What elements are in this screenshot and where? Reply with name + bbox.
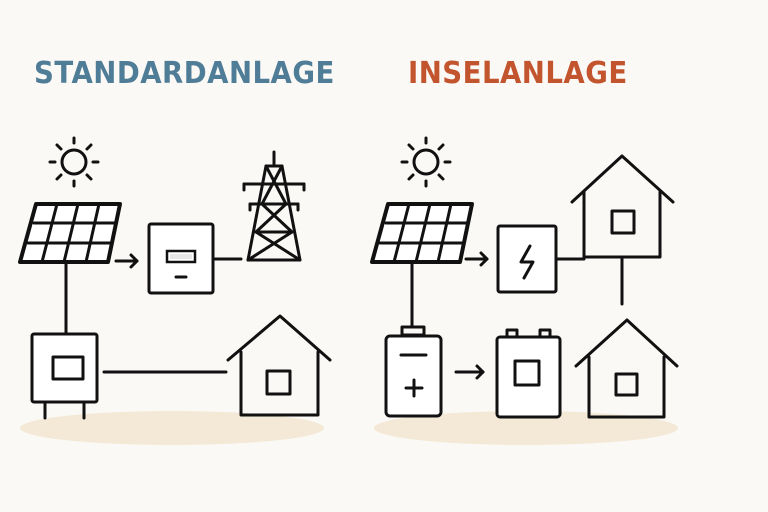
solar-panel-icon — [18, 202, 122, 264]
meter-icon — [30, 332, 99, 420]
battery-storage-icon — [495, 328, 562, 419]
arrow-panel-to-inverter — [114, 253, 139, 269]
house-icon-island-bottom — [574, 318, 679, 419]
arrow-battery-to-storage — [454, 364, 485, 380]
battery-icon — [384, 325, 443, 418]
ground-shadow-left — [20, 411, 324, 445]
charge-controller-icon — [496, 224, 558, 294]
inverter-icon — [147, 222, 215, 295]
sun-icon-island — [400, 136, 452, 188]
ground-shadow-right — [374, 411, 678, 445]
arrow-panel-to-controller — [464, 251, 489, 267]
power-pylon-icon — [242, 150, 306, 262]
sun-icon — [48, 136, 100, 188]
house-icon-island-top — [570, 154, 675, 259]
title-inselanlage: INSELANLAGE — [408, 56, 628, 91]
title-standardanlage: STANDARDANLAGE — [34, 56, 335, 91]
house-icon — [226, 314, 332, 417]
solar-panel-icon-island — [370, 202, 474, 264]
